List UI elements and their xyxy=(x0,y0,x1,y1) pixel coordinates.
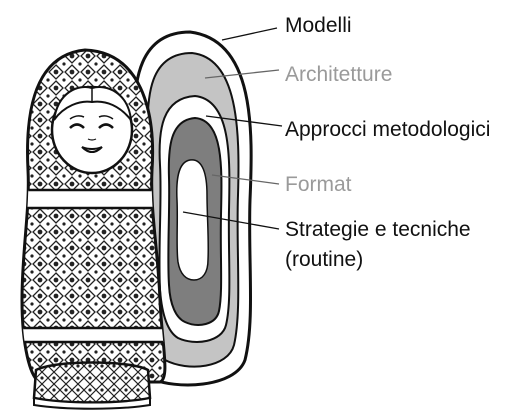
layer-core-white xyxy=(177,160,209,280)
doll-band-lower xyxy=(10,328,180,342)
label-architetture: Architetture xyxy=(285,63,392,86)
label-strategie-line2: (routine) xyxy=(285,248,363,271)
label-approcci-metodologici: Approcci metodologici xyxy=(285,118,490,141)
label-strategie-line1: Strategie e tecniche xyxy=(285,218,471,241)
labels: Modelli Architetture Approcci metodologi… xyxy=(285,14,490,271)
doll-base xyxy=(34,363,150,403)
label-format: Format xyxy=(285,173,352,196)
label-modelli: Modelli xyxy=(285,14,352,37)
connector-modelli xyxy=(222,28,277,40)
